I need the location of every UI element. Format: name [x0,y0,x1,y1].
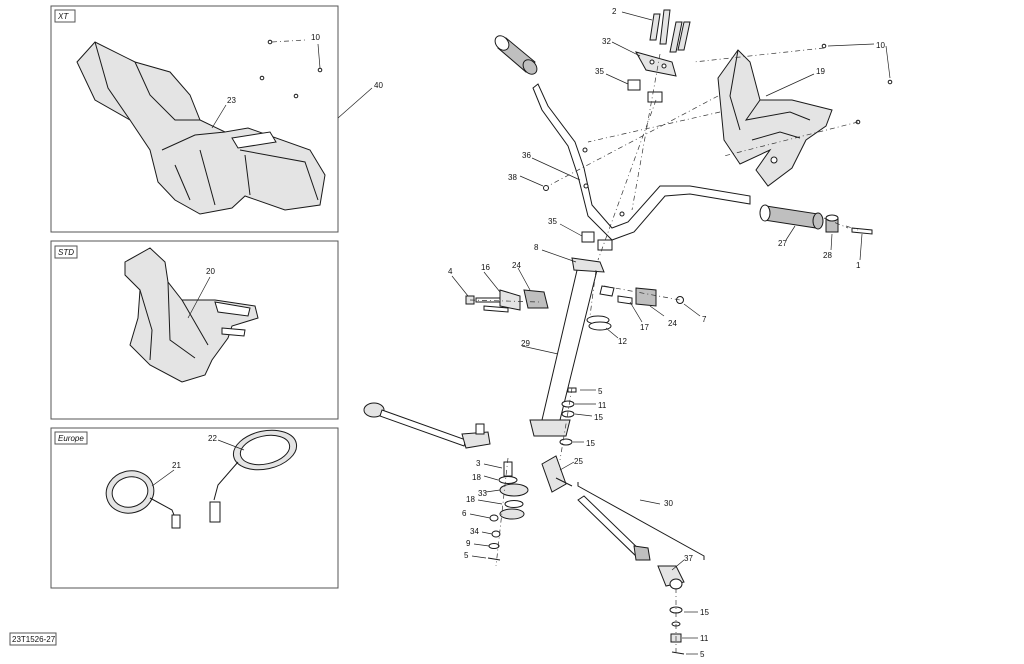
callout-3: 3 [476,459,481,468]
panel-xt-label: XT [57,12,69,21]
panel-europe-label: Europe [58,434,84,443]
bolts-2 [621,9,691,53]
bar-end-28 [825,214,839,251]
callout-8: 8 [534,243,539,252]
callout-15c: 15 [700,608,709,617]
callout-30: 30 [664,499,673,508]
callout-9: 9 [466,539,471,548]
callout-20: 20 [206,267,215,276]
callout-35a: 35 [595,67,604,76]
hardware-stack-lower [669,588,698,656]
callout-10a: 10 [311,33,320,42]
mirror-21 [105,469,181,529]
callout-25: 25 [574,457,583,466]
clamp-32 [611,41,677,77]
callout-12: 12 [618,337,627,346]
callout-10b: 10 [876,41,885,50]
callout-15b: 15 [586,439,595,448]
std-handguard-20 [124,247,259,383]
callout-33: 33 [478,489,487,498]
callout-23: 23 [227,96,236,105]
callout-34: 34 [470,527,479,536]
clamp-35b [559,223,613,251]
callout-1: 1 [856,261,861,270]
callout-16: 16 [481,263,490,272]
callout-28: 28 [823,251,832,260]
steering-column-29 [521,257,605,437]
xt-handguard-23 [76,39,326,215]
callout-2: 2 [612,7,617,16]
callout-11b: 11 [700,634,709,643]
tie-rod [363,402,491,449]
clamp-35a [605,73,663,103]
callout-35b: 35 [548,217,557,226]
callout-15a: 15 [594,413,603,422]
panel-std: STD [50,240,339,420]
callout-19: 19 [816,67,825,76]
clamp-left [451,267,549,313]
steering-arm-25 [541,455,575,493]
callout-32: 32 [602,37,611,46]
drawing-reference-code: 23T1526-27 [12,635,56,644]
clamp-right [599,285,701,323]
left-grip [494,35,538,75]
callout-17: 17 [640,323,649,332]
handlebar-cover-19 [717,49,861,187]
callout-37: 37 [684,554,693,563]
callout-11a: 11 [598,401,607,410]
handlebar-36 [531,83,751,241]
lower-tie-rod-30 [577,482,705,590]
callout-5a: 5 [598,387,603,396]
callout-40: 40 [374,81,383,90]
callout-21: 21 [172,461,181,470]
callout-22: 22 [208,434,217,443]
panel-std-label: STD [58,248,74,257]
callout-18a: 18 [472,473,481,482]
callout-24b: 24 [668,319,677,328]
right-grip-27 [759,204,824,241]
callout-6: 6 [462,509,467,518]
callout-36: 36 [522,151,531,160]
callout-24a: 24 [512,261,521,270]
callout-5b: 5 [464,551,469,560]
callout-5c: 5 [700,650,705,659]
callout-27: 27 [778,239,787,248]
panel-xt: XT [50,5,339,233]
pivot-stack [469,461,529,561]
callout-4: 4 [448,267,453,276]
callout-38: 38 [508,173,517,182]
screw-1 [851,227,873,261]
mirror-22 [209,429,298,523]
orings-12 [586,315,619,339]
callout-7: 7 [702,315,707,324]
panel-europe: Europe [50,427,339,589]
callout-18b: 18 [466,495,475,504]
callout-29: 29 [521,339,530,348]
